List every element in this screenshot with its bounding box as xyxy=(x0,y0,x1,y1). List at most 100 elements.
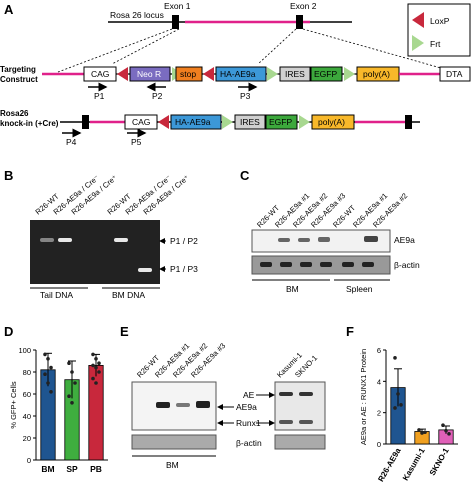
exon2-box xyxy=(296,15,303,29)
primers-row1: P1 P2 P3 xyxy=(88,82,258,101)
panel-label-d: D xyxy=(4,324,13,339)
y-tick-label: 80 xyxy=(23,368,31,377)
y-tick-label: 2 xyxy=(377,409,381,418)
x-tick-label: PB xyxy=(90,464,102,474)
y-tick-label: 20 xyxy=(23,434,31,443)
svg-text:P2: P2 xyxy=(152,91,163,101)
svg-text:AE: AE xyxy=(243,390,255,400)
y-axis-label: % GFP+ Cells xyxy=(9,381,18,429)
band-label-p1p3: P1 / P3 xyxy=(170,264,198,274)
data-point xyxy=(423,430,427,435)
data-point xyxy=(46,381,50,385)
data-point xyxy=(393,406,397,410)
svg-text:P3: P3 xyxy=(240,91,251,101)
data-point xyxy=(393,356,397,360)
svg-text:IRES: IRES xyxy=(240,117,260,127)
data-point xyxy=(399,403,403,407)
data-point xyxy=(396,392,400,396)
svg-text:BM: BM xyxy=(166,460,179,470)
blot-e-bactin-left xyxy=(131,434,217,450)
y-tick-label: 60 xyxy=(23,390,31,399)
panel-label-b: B xyxy=(4,168,13,183)
data-point xyxy=(91,376,95,381)
bar xyxy=(88,364,104,461)
data-point xyxy=(70,401,74,405)
rosa26-locus: Rosa 26 locus Exon 1 Exon 2 xyxy=(108,1,352,29)
agarose-gel xyxy=(30,220,160,284)
neor-label: Neo R xyxy=(137,69,161,79)
targeting-construct: CAG Neo R stop HA-AE9a IRES EGFP poly(A)… xyxy=(42,66,471,82)
data-point xyxy=(49,390,53,394)
svg-text:P1: P1 xyxy=(94,91,105,101)
x-tick-label: BM xyxy=(41,464,54,474)
legend-frt: Frt xyxy=(430,39,441,49)
exon2-label: Exon 2 xyxy=(290,1,317,11)
svg-text:Runx1: Runx1 xyxy=(236,418,261,428)
y-tick-label: 4 xyxy=(377,377,381,386)
rosa26-label: Rosa26 xyxy=(0,109,29,118)
construct-label: Construct xyxy=(0,75,38,84)
y-tick-label: 6 xyxy=(377,346,381,355)
knockin-label: knock-in (+Cre) xyxy=(0,119,59,128)
polya-label-1: poly(A) xyxy=(363,69,390,79)
ha-label-1: HA-AE9a xyxy=(220,69,256,79)
y-tick-label: 40 xyxy=(23,412,31,421)
data-point xyxy=(94,381,98,385)
data-point xyxy=(441,423,445,428)
data-point xyxy=(447,432,451,436)
svg-text:β-actin: β-actin xyxy=(236,438,262,448)
data-point xyxy=(420,431,424,435)
band-label-p1p2: P1 / P2 xyxy=(170,236,198,246)
svg-text:P4: P4 xyxy=(66,137,77,147)
svg-text:Tail DNA: Tail DNA xyxy=(40,290,73,300)
svg-text:EGFP: EGFP xyxy=(269,117,292,127)
western-lane-labels-c: R26-WT R26-AE9a #1 R26-AE9a #2 R26-AE9a … xyxy=(255,191,409,229)
data-point xyxy=(73,381,77,385)
svg-text:Spleen: Spleen xyxy=(346,284,373,294)
blot-e-bactin-right xyxy=(274,434,326,450)
legend-loxp: LoxP xyxy=(430,16,450,26)
data-point xyxy=(94,357,98,361)
svg-text:CAG: CAG xyxy=(132,117,150,127)
svg-text:BM DNA: BM DNA xyxy=(112,290,145,300)
data-point xyxy=(46,357,50,361)
data-point xyxy=(70,370,74,374)
knockin-allele: CAG HA-AE9a IRES EGFP poly(A) P4 P5 xyxy=(60,114,420,147)
y-tick-label: 0 xyxy=(27,456,31,465)
svg-text:P5: P5 xyxy=(131,137,142,147)
y-tick-label: 100 xyxy=(18,346,31,355)
y-tick-label: 0 xyxy=(377,440,381,449)
x-tick-label: SKNO-1 xyxy=(428,446,451,477)
data-point xyxy=(94,365,98,370)
data-point xyxy=(97,370,101,374)
western-lane-labels-e: R26-WT R26-AE9a #1 R26-AE9a #2 R26-AE9a … xyxy=(135,341,319,379)
x-tick-label: SP xyxy=(66,464,78,474)
targeting-label: Targeting xyxy=(0,65,36,74)
legend-box: LoxP Frt xyxy=(407,3,471,57)
svg-text:BM: BM xyxy=(286,284,299,294)
panel-label-c: C xyxy=(240,168,250,183)
cag-label-1: CAG xyxy=(91,69,109,79)
data-point xyxy=(43,372,47,377)
data-point xyxy=(67,394,71,399)
ires-label-1: IRES xyxy=(285,69,305,79)
svg-text:AE9a: AE9a xyxy=(394,235,415,245)
data-point xyxy=(97,361,101,366)
svg-text:HA-AE9a: HA-AE9a xyxy=(175,117,211,127)
gel-lane-labels: R26-WT R26-AE9a / Cre⁻ R26-AE9a / Cre⁺ R… xyxy=(34,173,191,216)
data-point xyxy=(67,361,71,366)
data-point xyxy=(444,428,448,433)
dta-label: DTA xyxy=(446,69,463,79)
svg-text:β-actin: β-actin xyxy=(394,260,420,270)
homology-lines xyxy=(57,28,456,73)
stop-label: stop xyxy=(180,69,196,79)
exon1-label: Exon 1 xyxy=(164,1,191,11)
gel-bands xyxy=(40,238,152,272)
x-tick-label: Kasumi-1 xyxy=(401,446,427,482)
locus-label: Rosa 26 locus xyxy=(110,10,164,20)
svg-text:AE9a: AE9a xyxy=(236,402,257,412)
data-point xyxy=(43,352,47,357)
x-tick-label: R26-AE9a xyxy=(376,446,403,483)
